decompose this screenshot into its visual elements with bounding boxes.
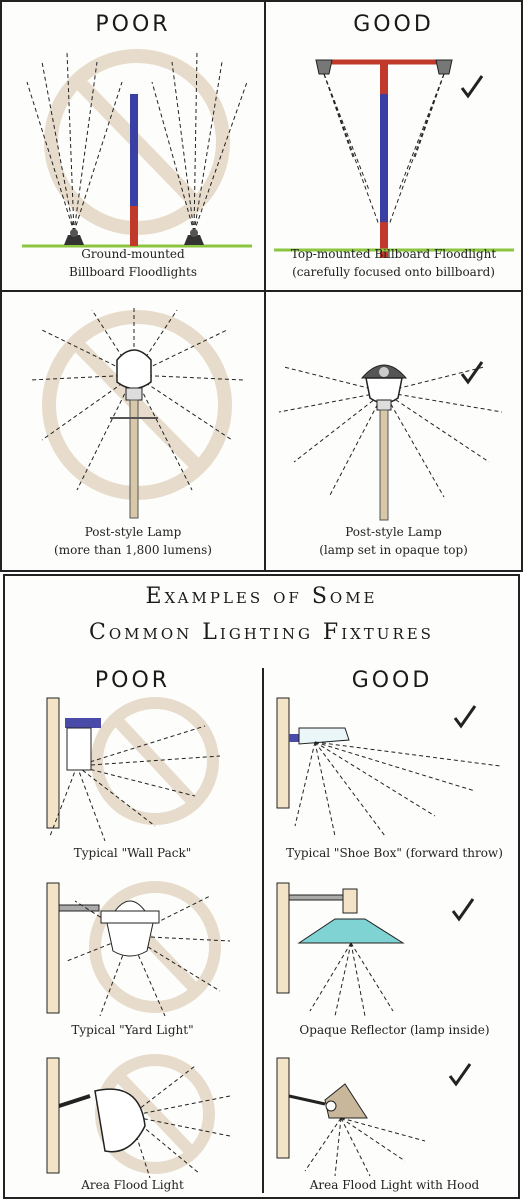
caption-wall-pack: Typical "Wall Pack" <box>5 844 260 862</box>
top-good-header: GOOD <box>266 12 521 37</box>
fixtures-poor-header: POOR <box>5 668 260 693</box>
area-flood-illustration <box>45 1056 245 1181</box>
billboard-pole-blue <box>130 94 138 206</box>
fixtures-center-divider <box>262 668 264 1193</box>
caption-post-lamp-poor: Post-style Lamp (more than 1,800 lumens) <box>2 523 264 559</box>
opaque-top-lamp-icon <box>362 365 406 410</box>
post-lamp-good-illustration <box>274 312 514 522</box>
caption-ground-line2: Billboard Floodlights <box>2 263 264 281</box>
top-mounted-floodlight-illustration <box>274 50 514 260</box>
caption-yard-light: Typical "Yard Light" <box>5 1021 260 1039</box>
top-billboard-pole-blue <box>380 94 388 222</box>
shoe-box-illustration <box>275 696 515 846</box>
post-lamp-poor-illustration <box>22 300 252 520</box>
caption-ground-mounted: Ground-mounted Billboard Floodlights <box>2 245 264 281</box>
top-row-divider <box>2 290 521 292</box>
checkmark-icon <box>453 899 473 919</box>
billboard-pole-red <box>130 206 138 246</box>
checkmark-icon <box>450 1064 470 1084</box>
post-lamp-good-pole <box>380 410 388 520</box>
area-flood-hood-illustration <box>275 1056 515 1181</box>
top-center-divider <box>264 2 266 570</box>
caption-post-good-line1: Post-style Lamp <box>266 523 521 541</box>
caption-area-flood: Area Flood Light <box>5 1176 260 1194</box>
ground-mounted-floodlights-illustration <box>22 42 252 262</box>
caption-top-line1: Top-mounted Billboard Floodlight <box>266 245 521 263</box>
opaque-reflector-icon <box>299 919 403 943</box>
caption-shoe-box: Typical "Shoe Box" (forward throw) <box>267 844 522 862</box>
checkmark-icon <box>462 76 482 96</box>
top-fixture-left-icon <box>316 60 332 74</box>
caption-top-line2: (carefully focused onto billboard) <box>266 263 521 281</box>
top-comparison-panel: POOR GOOD Ground-mounted Billboard Flood… <box>0 0 523 572</box>
caption-top-mounted: Top-mounted Billboard Floodlight (carefu… <box>266 245 521 281</box>
caption-post-poor-line2: (more than 1,800 lumens) <box>2 541 264 559</box>
caption-area-flood-hood: Area Flood Light with Hood <box>267 1176 522 1194</box>
wall-hatch <box>47 698 59 828</box>
caption-post-poor-line1: Post-style Lamp <box>2 523 264 541</box>
fixtures-examples-panel: Examples of Some Common Lighting Fixture… <box>3 574 520 1199</box>
floodlight-fixture-right-icon <box>184 229 204 245</box>
caption-post-good-line2: (lamp set in opaque top) <box>266 541 521 559</box>
fixtures-good-header: GOOD <box>267 668 517 693</box>
wall-pack-top <box>65 718 101 728</box>
caption-post-lamp-good: Post-style Lamp (lamp set in opaque top) <box>266 523 521 559</box>
top-fixture-right-icon <box>436 60 452 74</box>
wall-pack-lens <box>67 728 91 770</box>
top-billboard-pole-red-upper <box>380 64 388 94</box>
caption-ground-line1: Ground-mounted <box>2 245 264 263</box>
fixtures-title-line1: Examples of Some <box>5 584 518 609</box>
fixtures-title-line2: Common Lighting Fixtures <box>5 620 518 645</box>
yard-light-illustration <box>45 881 245 1021</box>
checkmark-icon <box>455 706 475 726</box>
checkmark-icon <box>462 362 482 382</box>
wall-pack-illustration <box>45 696 245 846</box>
floodlight-fixture-left-icon <box>64 229 84 245</box>
shoe-box-fixture-icon <box>299 728 349 744</box>
opaque-reflector-illustration <box>275 881 515 1021</box>
caption-opaque-reflector: Opaque Reflector (lamp inside) <box>267 1021 522 1039</box>
top-poor-header: POOR <box>2 12 264 37</box>
